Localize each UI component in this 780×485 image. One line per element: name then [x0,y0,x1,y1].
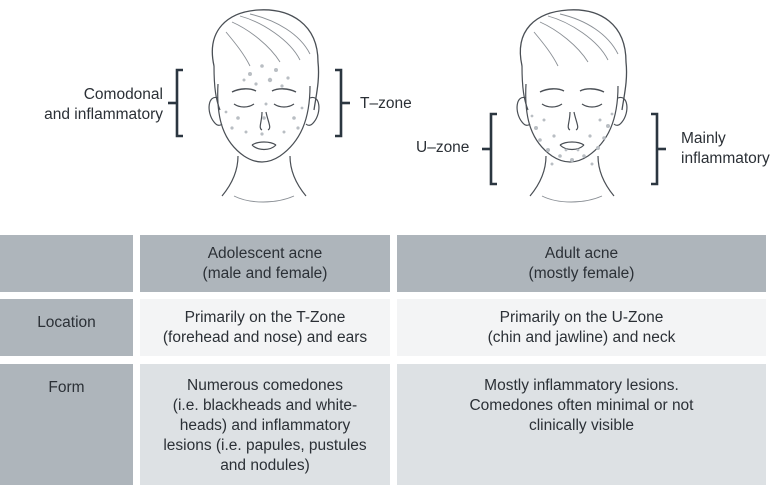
cell-line: (chin and jawline) and neck [487,328,676,346]
location-adult-cell: Primarily on the U-Zone (chin and jawlin… [397,299,766,356]
header-adolescent-acne: Adolescent acne (male and female) [140,235,390,292]
location-adolescent-cell: Primarily on the T-Zone (forehead and no… [140,299,390,356]
face-illustrations [168,9,666,203]
cell-line: and nodules) [220,457,310,474]
cell-line: clinically visible [528,417,635,434]
left-face-icon [208,9,320,203]
form-adolescent-cell: Numerous comedones (i.e. blackheads and … [140,364,390,485]
header-corner-cell [0,235,133,292]
cell-line: Numerous comedones [187,377,343,394]
left-face-right-label: T–zone [360,95,412,112]
header-line: (male and female) [202,264,328,282]
left-face-brackets [168,68,350,138]
cell-line: Comedones often minimal or not [469,397,694,414]
t-zone-lesions [224,64,304,136]
cell-line: lesions (i.e. papules, pustules [163,437,367,454]
row-label-location: Location [0,299,133,356]
label-line: Mainly [681,130,726,147]
right-face-right-label: Mainly inflammatory [681,129,770,169]
right-face-icon [516,9,628,203]
cell-line: Primarily on the T-Zone [184,308,346,326]
label-line: inflammatory [681,150,770,167]
right-face-left-label: U–zone [416,139,470,156]
cell-line: (i.e. blackheads and white- [172,397,358,414]
row-label-text: Location [37,314,96,331]
u-zone-lesions [530,112,614,166]
cell-line: heads) and inflammatory [179,417,351,434]
header-line: Adolescent acne [207,244,323,262]
cell-line: Mostly inflammatory lesions. [484,377,679,394]
row-label-text: Form [48,379,85,396]
header-adult-acne: Adult acne (mostly female) [397,235,766,292]
left-face-left-label: Comodonal and inflammatory [20,85,163,125]
form-adult-cell: Mostly inflammatory lesions. Comedones o… [397,364,766,485]
cell-line: Primarily on the U-Zone [499,308,664,326]
cell-line: (forehead and nose) and ears [162,328,368,346]
right-face-brackets [482,112,666,186]
header-line: (mostly female) [528,264,635,282]
label-line: Comodonal [83,86,163,103]
row-label-form: Form [0,364,133,485]
header-line: Adult acne [544,244,619,262]
label-line: and inflammatory [44,106,163,123]
